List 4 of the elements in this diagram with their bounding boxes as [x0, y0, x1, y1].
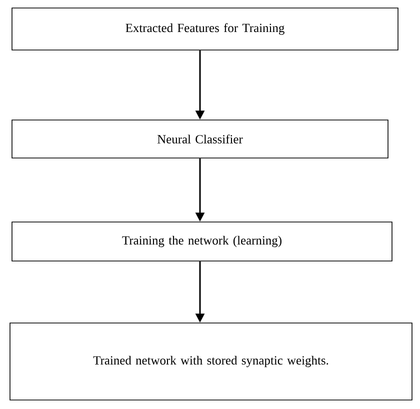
process-box: Trained network with stored synaptic weights.: [10, 322, 412, 400]
process-box: Neural Classifier: [12, 120, 388, 158]
process-box: Training the network (learning): [12, 222, 392, 262]
process-box: Extracted Features for Training: [12, 8, 398, 50]
